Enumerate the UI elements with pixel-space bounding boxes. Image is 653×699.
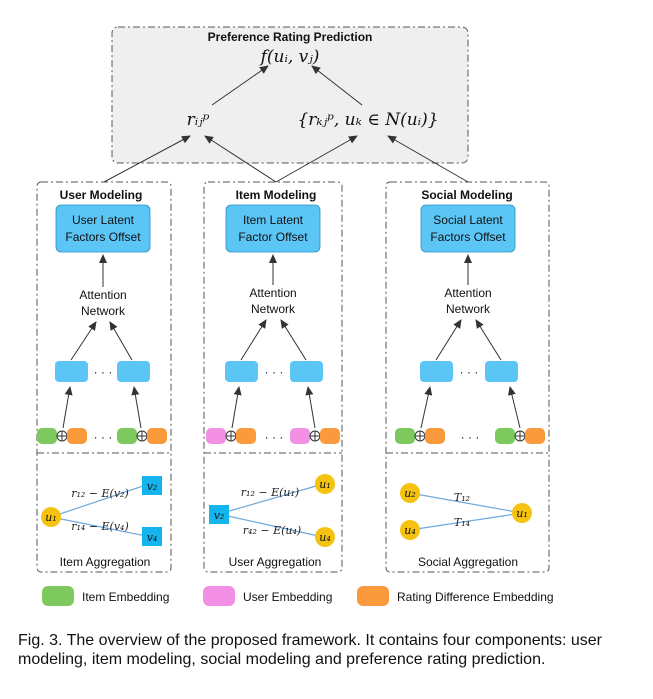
figure-caption: Fig. 3. The overview of the proposed fra… bbox=[18, 632, 602, 668]
svg-text:· · ·: · · · bbox=[94, 430, 113, 444]
svg-text:· · ·: · · · bbox=[460, 365, 479, 379]
svg-text:u₄: u₄ bbox=[404, 524, 416, 537]
aggregation-label: Item Aggregation bbox=[60, 555, 151, 569]
svg-text:· · ·: · · · bbox=[461, 430, 480, 444]
r-ij-label: rᵢⱼᵖ bbox=[187, 110, 210, 130]
svg-text:Network: Network bbox=[251, 302, 296, 316]
legend: Item Embedding User Embedding Rating Dif… bbox=[42, 586, 554, 606]
module-title: Item Modeling bbox=[236, 188, 317, 202]
user-node bbox=[400, 520, 420, 540]
hidden-vector bbox=[485, 361, 518, 382]
module-title: Social Modeling bbox=[421, 188, 512, 202]
module-title: User Modeling bbox=[60, 188, 143, 202]
svg-text:v₄: v₄ bbox=[147, 531, 158, 544]
user-node bbox=[315, 527, 335, 547]
legend-rating-diff: Rating Difference Embedding bbox=[397, 590, 554, 604]
edge-label: T₁₄ bbox=[454, 516, 470, 529]
svg-text:Attention: Attention bbox=[249, 286, 296, 300]
rating-diff-embedding bbox=[425, 428, 445, 444]
hidden-vector bbox=[55, 361, 88, 382]
svg-text:Network: Network bbox=[446, 302, 491, 316]
user-node bbox=[41, 507, 61, 527]
svg-text:Social Latent: Social Latent bbox=[433, 213, 503, 227]
user-node bbox=[512, 503, 532, 523]
svg-text:Factors Offset: Factors Offset bbox=[430, 230, 506, 244]
svg-text:u₄: u₄ bbox=[319, 531, 331, 544]
svg-text:u₁: u₁ bbox=[45, 511, 57, 524]
edge-label: r₁₂ − E(u₁) bbox=[241, 486, 299, 499]
arrow-social-to-set bbox=[387, 135, 469, 183]
item-node bbox=[142, 476, 162, 495]
user-node bbox=[400, 483, 420, 503]
edge-label: r₁₂ − E(v₂) bbox=[71, 487, 129, 500]
edge-label: r₄₂ − E(u₄) bbox=[243, 524, 301, 537]
edge-label: r₁₄ − E(v₄) bbox=[71, 520, 129, 533]
legend-swatch-item bbox=[42, 586, 74, 606]
arrow-set-to-f bbox=[311, 65, 363, 106]
prediction-title: Preference Rating Prediction bbox=[208, 30, 373, 44]
svg-text:u₂: u₂ bbox=[404, 487, 416, 500]
user-embedding bbox=[290, 428, 310, 444]
item-node bbox=[142, 527, 162, 546]
arrow-user-to-r bbox=[103, 135, 191, 183]
user-embedding bbox=[206, 428, 226, 444]
legend-swatch-rating bbox=[357, 586, 389, 606]
neighbor-rating-set: {rₖⱼᵖ, uₖ ∈ N(uᵢ)} bbox=[297, 110, 438, 130]
prediction-panel: Preference Rating Prediction f(uᵢ, vⱼ) r… bbox=[111, 26, 469, 164]
arrow-item-to-r bbox=[204, 135, 277, 183]
hidden-vector bbox=[225, 361, 258, 382]
svg-text:v₂: v₂ bbox=[147, 480, 158, 493]
svg-text:Factor Offset: Factor Offset bbox=[238, 230, 308, 244]
hidden-vector bbox=[117, 361, 150, 382]
rating-diff-embedding bbox=[525, 428, 545, 444]
prediction-function: f(uᵢ, vⱼ) bbox=[259, 47, 320, 67]
item-modeling-module: Item Modeling Item Latent Factor Offset … bbox=[203, 181, 343, 573]
item-embedding bbox=[495, 428, 515, 444]
rating-diff-embedding bbox=[236, 428, 256, 444]
legend-user-embedding: User Embedding bbox=[243, 590, 332, 604]
framework-diagram: Preference Rating Prediction f(uᵢ, vⱼ) r… bbox=[36, 26, 554, 606]
item-node bbox=[209, 505, 229, 524]
svg-text:Attention: Attention bbox=[444, 286, 491, 300]
attention-label-line1: Attention bbox=[79, 288, 126, 302]
arrow-item-to-set bbox=[275, 135, 358, 183]
user-node bbox=[315, 474, 335, 494]
svg-text:· · ·: · · · bbox=[265, 365, 284, 379]
rating-diff-embedding bbox=[320, 428, 340, 444]
social-modeling-module: Social Modeling Social Latent Factors Of… bbox=[385, 181, 550, 573]
item-embedding bbox=[395, 428, 415, 444]
legend-swatch-user bbox=[203, 586, 235, 606]
rating-diff-embedding bbox=[67, 428, 87, 444]
edge-label: T₁₂ bbox=[454, 491, 470, 504]
offset-label-line1: User Latent bbox=[72, 213, 135, 227]
svg-text:v₂: v₂ bbox=[214, 509, 225, 522]
attention-label-line2: Network bbox=[81, 304, 126, 318]
ellipsis: · · · bbox=[94, 365, 113, 379]
item-embedding bbox=[117, 428, 137, 444]
latent-offset-box bbox=[225, 204, 321, 253]
svg-text:Item Latent: Item Latent bbox=[243, 213, 304, 227]
aggregation-label: Social Aggregation bbox=[418, 555, 518, 569]
user-modeling-module: User Modeling User Latent Factors Offset… bbox=[36, 181, 172, 573]
latent-offset-box bbox=[420, 204, 516, 253]
item-embedding bbox=[37, 428, 57, 444]
offset-label-line2: Factors Offset bbox=[65, 230, 141, 244]
hidden-vector bbox=[420, 361, 453, 382]
arrow-r-to-f bbox=[211, 65, 269, 106]
latent-offset-box bbox=[55, 204, 151, 253]
svg-text:u₁: u₁ bbox=[516, 507, 528, 520]
svg-text:u₁: u₁ bbox=[319, 478, 331, 491]
hidden-vector bbox=[290, 361, 323, 382]
rating-diff-embedding bbox=[147, 428, 167, 444]
svg-text:· · ·: · · · bbox=[265, 430, 284, 444]
legend-item-embedding: Item Embedding bbox=[82, 590, 169, 604]
aggregation-label: User Aggregation bbox=[229, 555, 322, 569]
